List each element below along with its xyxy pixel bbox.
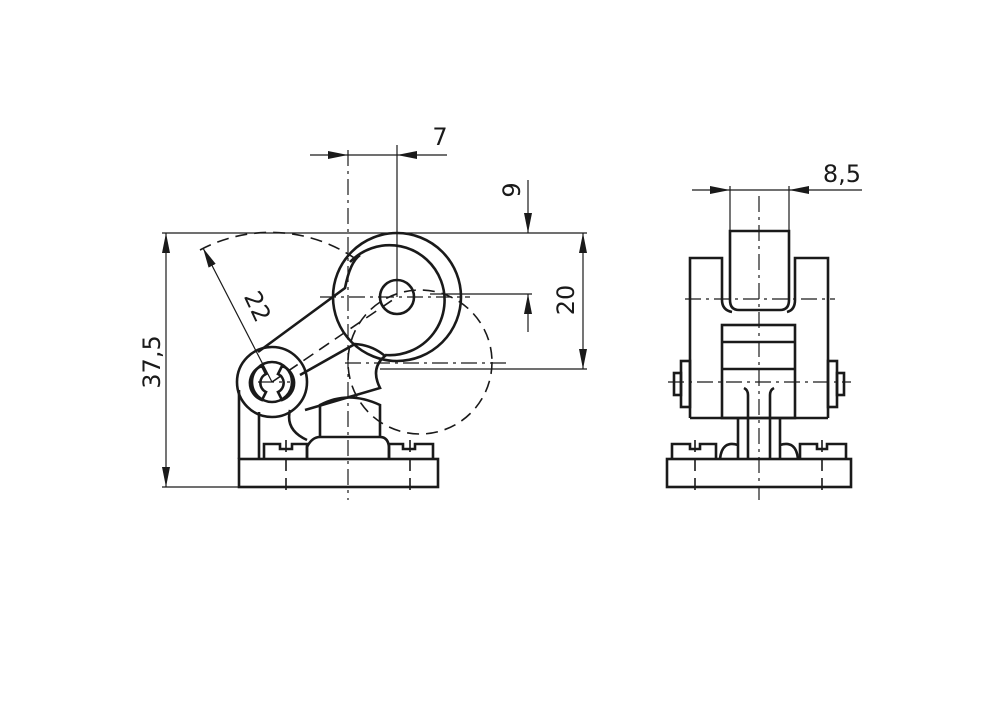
mount-block-left — [670, 442, 718, 459]
dim-roller-width: 8,5 — [823, 160, 861, 188]
dim-roller-travel: 20 — [552, 285, 580, 316]
swing-arc — [199, 231, 361, 263]
base-plate — [237, 457, 440, 489]
dim-height: 37,5 — [138, 335, 166, 388]
dim-offset-y: 9 — [498, 182, 526, 197]
roller — [728, 229, 791, 312]
pin-right — [826, 359, 839, 409]
roller-alt-position — [347, 289, 493, 435]
plunger — [305, 435, 391, 459]
roller-inner — [349, 243, 446, 357]
side-plate-right — [786, 256, 830, 418]
stem — [718, 386, 800, 460]
dim-offset-x: 7 — [432, 123, 447, 151]
pivot-hub — [235, 345, 309, 419]
pivot-clip — [248, 364, 296, 402]
dim-radius: 22 — [238, 287, 276, 327]
pin-left — [679, 359, 692, 409]
side-plate-left — [688, 256, 733, 418]
bracket — [237, 390, 308, 459]
mount-block-right — [387, 442, 435, 459]
front-view: 8,5 — [665, 160, 862, 500]
side-view: 37,5 22 7 9 20 — [138, 123, 587, 500]
lever-arm — [257, 253, 388, 412]
mount-block-right — [798, 442, 848, 459]
